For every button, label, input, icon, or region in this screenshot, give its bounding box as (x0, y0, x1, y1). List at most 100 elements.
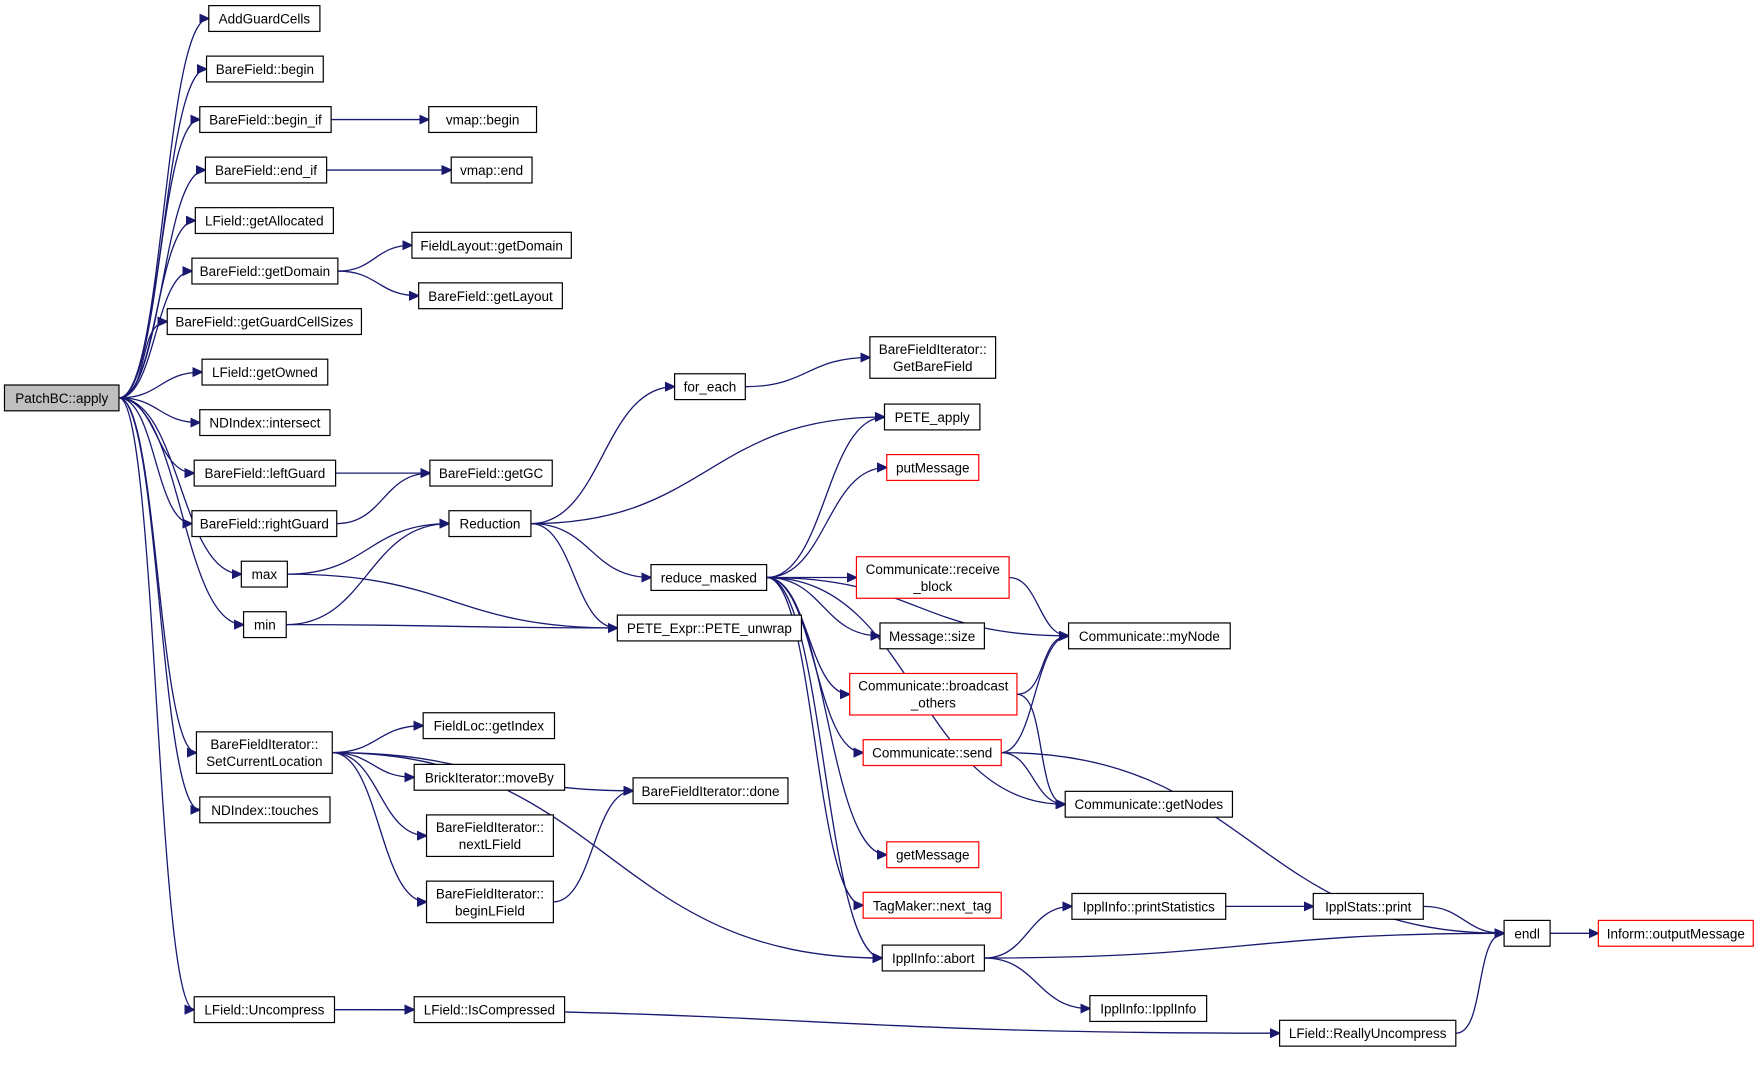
node-pete-apply[interactable]: PETE_apply (883, 403, 981, 431)
node-bfi-setcurrentlocation[interactable]: BareFieldIterator::SetCurrentLocation (195, 731, 333, 774)
node-bri-moveby[interactable]: BrickIterator::moveBy (413, 763, 566, 791)
node-label: Inform::outputMessage (1607, 926, 1745, 941)
node-box (1597, 919, 1754, 947)
node-ipplinfo-ipplinfo[interactable]: IpplInfo::IpplInfo (1089, 995, 1208, 1023)
node-box (881, 944, 985, 972)
node-lf-iscompressed[interactable]: LField::IsCompressed (413, 996, 566, 1024)
node-box (450, 156, 533, 184)
node-box (1089, 995, 1208, 1023)
edge-bf-getdomain-to-fl-getdomain (337, 245, 412, 272)
edge-reduce-masked-to-putmessage (766, 468, 887, 579)
node-vmap-begin[interactable]: vmap::begin (428, 106, 538, 134)
node-label: Communicate::send (872, 746, 992, 761)
node-bf-begin[interactable]: BareField::begin (205, 55, 324, 83)
node-label: IpplInfo::IpplInfo (1100, 1002, 1196, 1017)
node-max[interactable]: max (240, 560, 288, 588)
node-box (199, 796, 331, 824)
edge-ipplinfo-abort-to-endl (984, 933, 1504, 959)
node-label: max (252, 567, 278, 582)
node-comm-getnodes[interactable]: Communicate::getNodes (1064, 790, 1234, 818)
node-label: getMessage (896, 848, 970, 863)
node-box (425, 814, 554, 858)
node-comm-send[interactable]: Communicate::send (862, 739, 1002, 767)
node-bfi-getbarefield[interactable]: BareFieldIterator::GetBareField (869, 336, 997, 379)
node-comm-mynode[interactable]: Communicate::myNode (1067, 622, 1231, 650)
node-bf-begin-if[interactable]: BareField::begin_if (199, 106, 332, 134)
edges (118, 19, 1598, 1034)
edge-ipplstats-print-to-endl (1423, 905, 1504, 933)
node-ipplinfo-printstatistics[interactable]: IpplInfo::printStatistics (1071, 892, 1227, 920)
node-box (193, 459, 337, 487)
edge-ipplinfo-abort-to-ipplinfo-ipplinfo (984, 957, 1090, 1009)
node-reduce-masked[interactable]: reduce_masked (650, 563, 768, 592)
node-endl[interactable]: endl (1503, 919, 1551, 947)
node-box (1503, 919, 1551, 947)
node-box (849, 672, 1018, 716)
node-bf-getguardcellsizes[interactable]: BareField::getGuardCellSizes (166, 308, 363, 336)
node-comm-broadcast-others[interactable]: Communicate::broadcast_others (849, 672, 1018, 716)
node-fl-getdomain[interactable]: FieldLayout::getDomain (411, 231, 572, 259)
edge-root-to-max (118, 397, 241, 574)
node-label: putMessage (896, 461, 970, 476)
node-floc-getindex[interactable]: FieldLoc::getIndex (422, 712, 556, 740)
node-label: nextLField (459, 837, 521, 852)
node-bf-getgc[interactable]: BareField::getGC (429, 459, 553, 487)
node-getmessage[interactable]: getMessage (886, 841, 980, 869)
node-box (869, 336, 997, 379)
node-label: BareField::begin (216, 62, 314, 77)
node-bfi-done[interactable]: BareFieldIterator::done (632, 777, 789, 805)
node-lf-getowned[interactable]: LField::getOwned (201, 358, 329, 386)
edge-root-to-lf-uncompress (118, 397, 194, 1010)
node-bfi-nextlfield[interactable]: BareFieldIterator::nextLField (425, 814, 554, 858)
node-pete-unwrap[interactable]: PETE_Expr::PETE_unwrap (616, 614, 803, 642)
node-box (166, 308, 363, 336)
node-lf-reallyuncompress[interactable]: LField::ReallyUncompress (1278, 1019, 1457, 1047)
node-addguardcells[interactable]: AddGuardCells (208, 5, 321, 33)
node-root[interactable]: PatchBC::apply (3, 384, 120, 412)
node-ipplinfo-abort[interactable]: IpplInfo::abort (881, 944, 985, 972)
node-bf-rightguard[interactable]: BareField::rightGuard (191, 510, 338, 538)
edge-reduce-masked-to-getmessage (766, 576, 887, 855)
node-bfi-beginlfield[interactable]: BareFieldIterator::beginLField (425, 880, 554, 924)
node-label: _others (910, 696, 956, 711)
node-bf-end-if[interactable]: BareField::end_if (204, 156, 328, 184)
node-bf-getlayout[interactable]: BareField::getLayout (418, 282, 563, 310)
edge-reduction-to-for-each (530, 387, 675, 525)
node-ipplstats-print[interactable]: IpplStats::print (1312, 892, 1424, 920)
node-message-size[interactable]: Message::size (879, 622, 985, 650)
node-label: BareFieldIterator::done (641, 784, 779, 799)
edge-bf-rightguard-to-bf-getgc (336, 473, 430, 525)
edge-bfi-setcurrentlocation-to-bri-moveby (332, 751, 414, 778)
edge-comm-send-to-comm-mynode (1001, 636, 1068, 754)
node-bf-getdomain[interactable]: BareField::getDomain (191, 257, 339, 285)
edge-root-to-bf-begin-if (118, 120, 200, 399)
edge-min-to-reduction (286, 524, 449, 626)
node-ndi-intersect[interactable]: NDIndex::intersect (199, 409, 331, 437)
edge-comm-send-to-comm-getnodes (1001, 751, 1065, 805)
node-label: AddGuardCells (219, 12, 311, 27)
edge-root-to-min (118, 397, 244, 625)
node-label: NDIndex::intersect (209, 416, 320, 431)
node-min[interactable]: min (242, 611, 287, 639)
node-label: LField::getAllocated (205, 214, 324, 229)
node-label: beginLField (455, 903, 525, 918)
node-putmessage[interactable]: putMessage (886, 453, 980, 482)
node-bf-leftguard[interactable]: BareField::leftGuard (193, 459, 337, 487)
node-tagmaker-next-tag[interactable]: TagMaker::next_tag (862, 891, 1002, 919)
node-lf-getallocated[interactable]: LField::getAllocated (194, 207, 334, 235)
node-box (3, 384, 120, 412)
node-for-each[interactable]: for_each (673, 373, 746, 401)
node-reduction[interactable]: Reduction (448, 510, 532, 538)
node-box (191, 257, 339, 285)
node-box (1312, 892, 1424, 920)
edge-reduce-masked-to-message-size (766, 576, 880, 636)
node-box (191, 510, 338, 538)
node-ndi-touches[interactable]: NDIndex::touches (199, 796, 331, 824)
node-box (413, 763, 566, 791)
node-inform-outputmessage[interactable]: Inform::outputMessage (1597, 919, 1754, 947)
edge-comm-broadcast-others-to-comm-mynode (1016, 636, 1069, 695)
node-vmap-end[interactable]: vmap::end (450, 156, 533, 184)
node-label: BareField::getGC (439, 466, 544, 481)
node-lf-uncompress[interactable]: LField::Uncompress (193, 996, 336, 1024)
node-comm-receive-block[interactable]: Communicate::receive_block (855, 556, 1010, 599)
